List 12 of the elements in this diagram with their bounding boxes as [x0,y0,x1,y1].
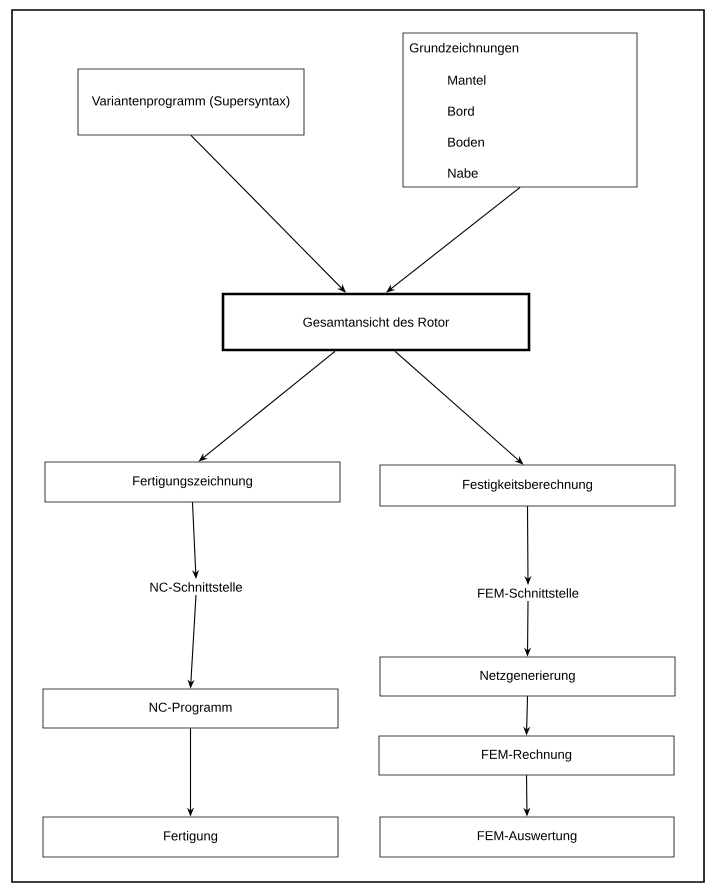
list-box: Grundzeichnungen Mantel Bord Boden Nabe [402,32,638,188]
process-box: Festigkeitsberechnung [380,464,676,506]
process-label: NC-Schnittstelle [150,582,242,592]
process-box: Netzgenerierung [380,656,676,696]
process-box: FEM-Auswertung [380,816,674,858]
process-box: Gesamtansicht des Rotor [222,292,530,352]
process-box: FEM-Rechnung [378,736,674,776]
process-box: Fertigungszeichnung [44,462,340,502]
process-box: NC-Programm [42,688,338,728]
process-label: FEM-Schnittstelle [478,588,578,598]
process-box: Fertigung [42,816,338,858]
process-box: Variantenprogramm (Supersyntax) [78,68,304,136]
